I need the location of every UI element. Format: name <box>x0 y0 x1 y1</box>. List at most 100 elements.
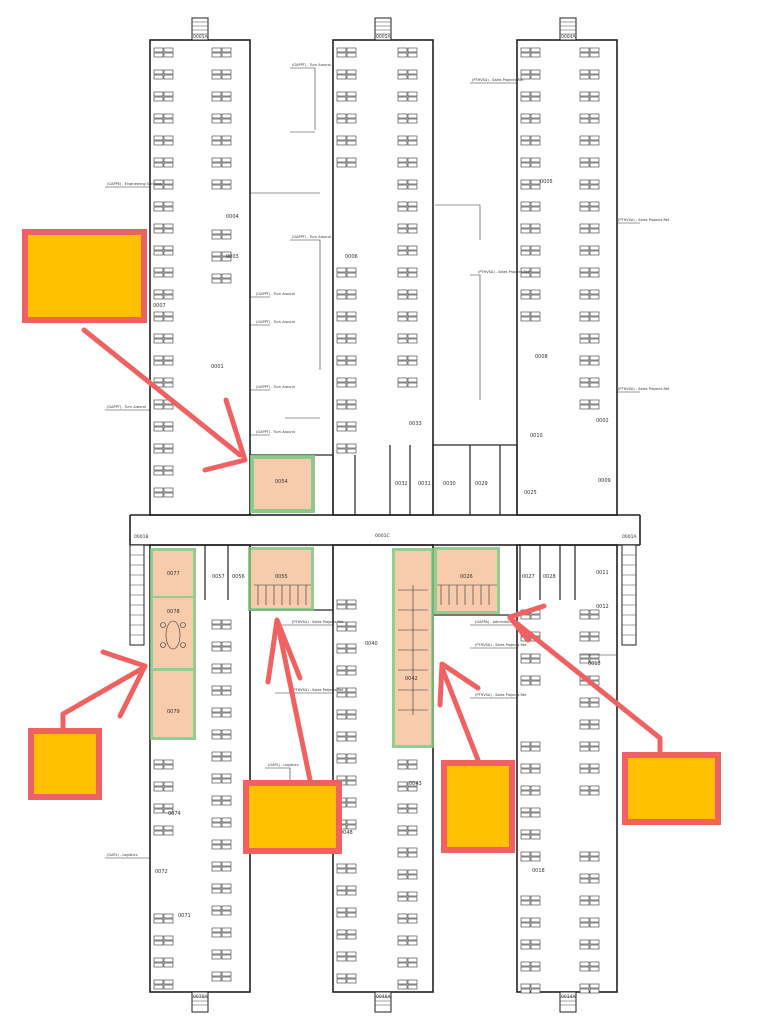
annotation-note: (GAPPT) - Turn Around <box>256 320 295 324</box>
desk <box>530 47 541 53</box>
desk <box>221 954 232 960</box>
desk <box>221 734 232 740</box>
desk <box>336 665 347 671</box>
callout-box-bottom-left <box>28 728 102 800</box>
desk <box>579 118 590 124</box>
desk <box>520 140 531 146</box>
desk <box>407 135 418 141</box>
desk <box>211 179 222 185</box>
desk <box>211 910 222 916</box>
room-label: 0054 <box>275 479 288 485</box>
desk <box>530 961 541 967</box>
arrow-head <box>507 603 547 643</box>
desk <box>397 918 408 924</box>
desk <box>579 184 590 190</box>
desk <box>346 113 357 119</box>
desk <box>579 785 590 791</box>
desk <box>407 201 418 207</box>
desk <box>163 113 174 119</box>
desk <box>153 179 164 185</box>
desk <box>153 157 164 163</box>
desk <box>336 626 347 632</box>
desk <box>346 360 357 366</box>
desk <box>407 294 418 300</box>
desk <box>530 267 541 273</box>
annotation-note: (GAPPT) - Turn Around <box>256 430 295 434</box>
desk <box>407 289 418 295</box>
desk <box>211 712 222 718</box>
room-label: 0025 <box>524 490 537 496</box>
corridor-label: 0001C <box>375 533 390 539</box>
desk <box>153 786 164 792</box>
stair-label-top-mid: 0005A <box>376 34 391 40</box>
desk <box>346 753 357 759</box>
desk <box>579 272 590 278</box>
desk <box>579 763 590 769</box>
highlighted-room-furniture <box>160 584 497 715</box>
desk <box>163 764 174 770</box>
desk <box>346 311 357 317</box>
desk <box>153 338 164 344</box>
desk <box>397 96 408 102</box>
room-label: 0008 <box>535 354 548 360</box>
arrow-shaft <box>81 327 243 458</box>
desk <box>346 157 357 163</box>
desk <box>397 223 408 229</box>
desk <box>221 184 232 190</box>
desk <box>520 856 531 862</box>
desk <box>211 52 222 58</box>
desk <box>407 272 418 278</box>
desk <box>520 250 531 256</box>
connector-north-right <box>432 444 518 516</box>
desk <box>589 118 600 124</box>
desk <box>211 118 222 124</box>
desk <box>397 289 408 295</box>
desk <box>336 758 347 764</box>
desk <box>211 157 222 163</box>
desk <box>530 675 541 681</box>
desk <box>211 773 222 779</box>
desk <box>163 201 174 207</box>
desk <box>163 294 174 300</box>
desk <box>153 311 164 317</box>
desk <box>153 289 164 295</box>
desk <box>589 944 600 950</box>
desk <box>346 643 357 649</box>
desk <box>163 448 174 454</box>
desk <box>221 822 232 828</box>
desk <box>530 135 541 141</box>
desk <box>589 69 600 75</box>
desk <box>221 229 232 235</box>
desk <box>163 118 174 124</box>
desk <box>346 648 357 654</box>
desk <box>579 878 590 884</box>
desk <box>163 940 174 946</box>
desk <box>579 631 590 637</box>
desk <box>397 764 408 770</box>
desk <box>579 961 590 967</box>
room-label: 0048 <box>340 830 353 836</box>
callout-box-top-left <box>22 229 147 323</box>
desk <box>530 289 541 295</box>
main-corridor <box>129 514 641 546</box>
desk <box>336 289 347 295</box>
desk <box>589 223 600 229</box>
desk <box>221 866 232 872</box>
desk <box>221 839 232 845</box>
desk <box>346 951 357 957</box>
desk <box>520 680 531 686</box>
annotation-note: (PTHVSA) - Sales Projects Ret <box>292 688 344 692</box>
desk <box>336 621 347 627</box>
desk <box>520 157 531 163</box>
desk <box>397 869 408 875</box>
desk <box>579 895 590 901</box>
desk <box>520 895 531 901</box>
desk <box>153 118 164 124</box>
arrow-head <box>437 661 481 708</box>
desk <box>520 311 531 317</box>
desk <box>336 687 347 693</box>
desk <box>397 206 408 212</box>
desk <box>346 824 357 830</box>
desk <box>221 234 232 240</box>
desk <box>153 91 164 97</box>
